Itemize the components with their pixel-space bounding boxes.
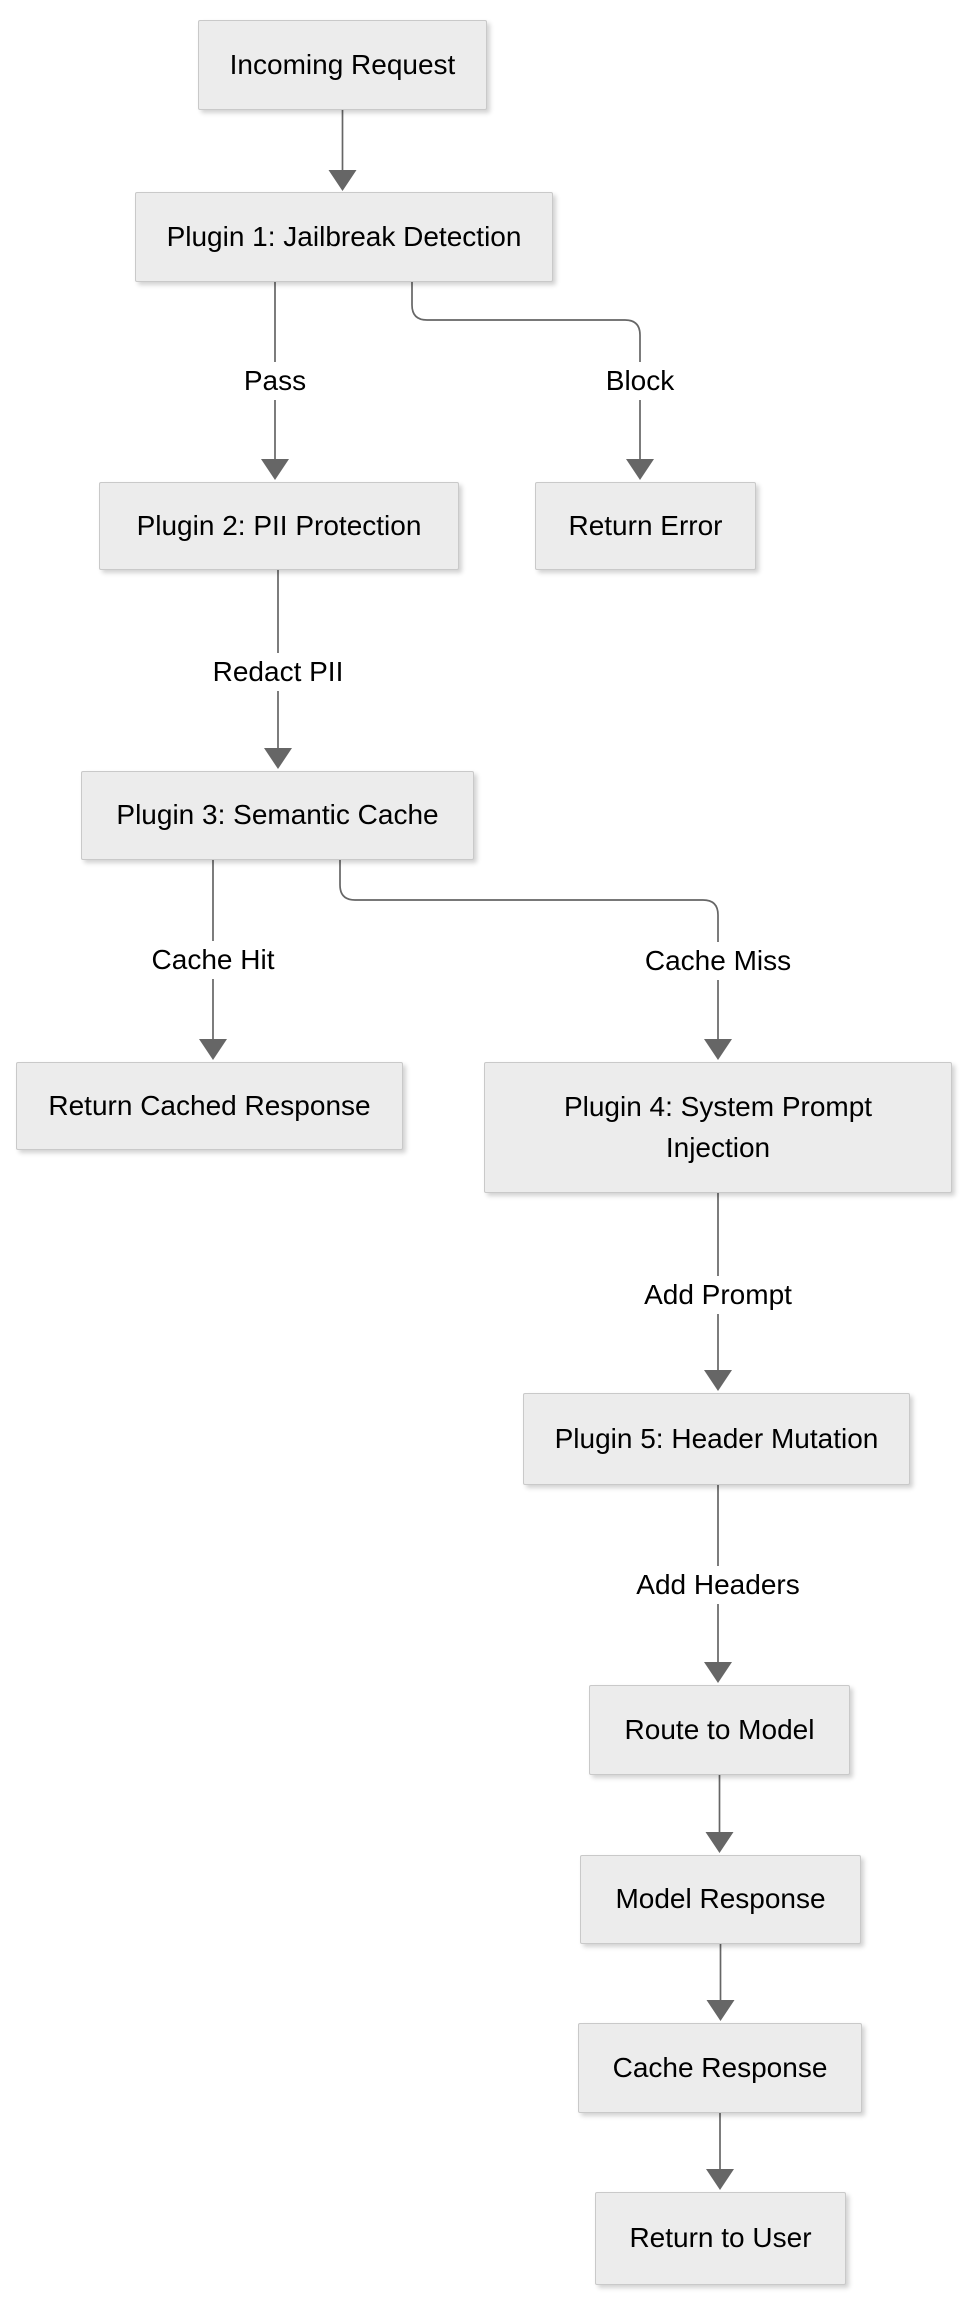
node-model-response: Model Response: [580, 1855, 861, 1944]
edge-plugin3-to-plugin4: [339, 860, 719, 1039]
node-return-error: Return Error: [535, 482, 756, 570]
node-plugin2-pii-protection: Plugin 2: PII Protection: [99, 482, 459, 570]
node-route-to-model: Route to Model: [589, 1685, 850, 1775]
edge-plugin1-to-plugin2-arrowhead: [261, 459, 289, 480]
edge-plugin3-to-plugin4-arrowhead: [704, 1039, 732, 1060]
edge-label-pass: Pass: [235, 362, 315, 400]
edge-label-cache-miss: Cache Miss: [636, 942, 800, 980]
edge-label-block: Block: [597, 362, 683, 400]
edge-route-to-model-response-arrowhead: [705, 1832, 734, 1853]
node-return-to-user: Return to User: [595, 2192, 846, 2285]
edge-label-add-prompt: Add Prompt: [636, 1276, 800, 1314]
edge-label-redact-pii: Redact PII: [204, 653, 352, 691]
edge-cache-response-to-return-user-arrowhead: [706, 2169, 734, 2190]
node-plugin1-jailbreak-detection: Plugin 1: Jailbreak Detection: [135, 192, 553, 282]
edge-plugin1-to-return-error-arrowhead: [626, 459, 654, 480]
node-cache-response: Cache Response: [578, 2023, 862, 2113]
edge-model-response-to-cache-response-arrowhead: [706, 2000, 735, 2021]
edge-label-cache-hit: Cache Hit: [143, 941, 283, 979]
edge-plugin4-to-plugin5-arrowhead: [704, 1370, 732, 1391]
edge-incoming-to-plugin1-arrowhead: [328, 170, 357, 191]
node-plugin4-system-prompt-injection: Plugin 4: System Prompt Injection: [484, 1062, 952, 1193]
edge-plugin2-to-plugin3-arrowhead: [264, 748, 292, 769]
edge-plugin3-to-return-cached-arrowhead: [199, 1039, 227, 1060]
node-plugin5-header-mutation: Plugin 5: Header Mutation: [523, 1393, 910, 1485]
node-plugin3-semantic-cache: Plugin 3: Semantic Cache: [81, 771, 474, 860]
node-return-cached-response: Return Cached Response: [16, 1062, 403, 1150]
edge-plugin5-to-route-arrowhead: [704, 1662, 732, 1683]
edge-label-add-headers: Add Headers: [628, 1566, 808, 1604]
edge-plugin1-to-return-error: [411, 282, 641, 459]
node-incoming-request: Incoming Request: [198, 20, 487, 110]
